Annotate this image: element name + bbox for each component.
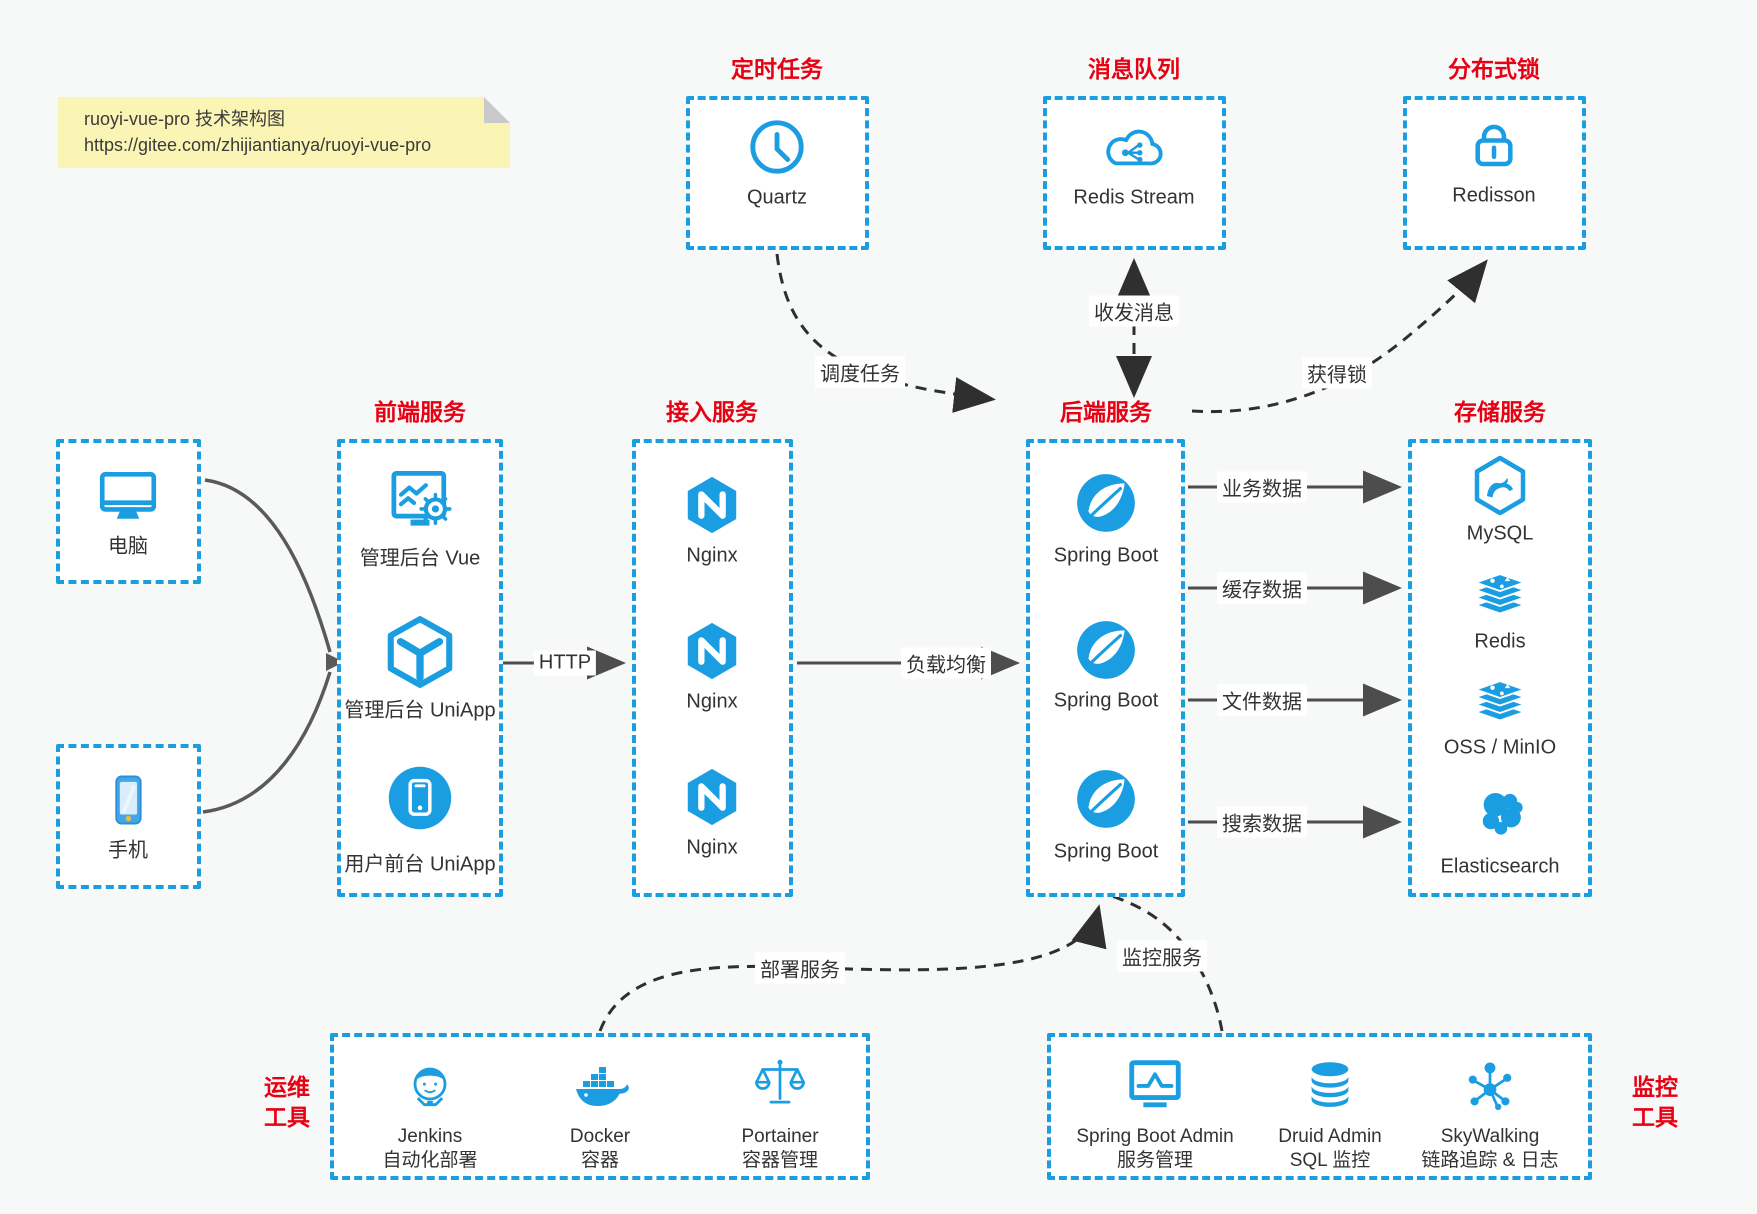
box-storage [1408, 439, 1592, 897]
edge-file-data-label: 文件数据 [1217, 684, 1307, 716]
title-gateway: 接入服务 [666, 399, 758, 425]
docker-desc: 容器 [580, 1150, 619, 1171]
druid-admin-label: Druid Admin SQL 监控 [1278, 1125, 1382, 1173]
portainer-desc: 容器管理 [741, 1150, 819, 1171]
ops-tools-title-line1: 运维 [264, 1074, 310, 1100]
jenkins-desc: 自动化部署 [382, 1150, 478, 1171]
skywalking-label: SkyWalking 链路追踪 & 日志 [1421, 1125, 1558, 1173]
spring-boot-icon [1073, 617, 1139, 683]
spring-boot-admin-label: Spring Boot Admin 服务管理 [1076, 1125, 1233, 1173]
box-ops-tools [330, 1033, 870, 1180]
note-fold-corner [484, 97, 510, 123]
nginx-icon [681, 620, 743, 682]
title-distributed-lock: 分布式锁 [1448, 56, 1540, 82]
sticky-note: ruoyi-vue-pro 技术架构图 https://gitee.com/zh… [58, 97, 510, 168]
spring-boot-icon [1073, 470, 1139, 536]
spring-boot-admin-icon [1124, 1053, 1186, 1115]
title-backend: 后端服务 [1060, 399, 1152, 425]
edge-http-label: HTTP [533, 650, 597, 676]
docker-icon [568, 1054, 632, 1118]
nginx-label: Nginx [686, 690, 738, 713]
spring-boot-icon [1073, 766, 1139, 832]
quartz-label: Quartz [746, 186, 808, 209]
monitor-tools-title-line1: 监控 [1632, 1074, 1678, 1100]
spring-boot-label: Spring Boot [1053, 544, 1159, 567]
edge-send-receive-msg-label: 收发消息 [1089, 295, 1179, 327]
edge-schedule-task-label: 调度任务 [815, 356, 905, 388]
docker-label: Docker 容器 [570, 1125, 630, 1173]
jenkins-icon [400, 1055, 460, 1115]
title-scheduled-task: 定时任务 [731, 56, 823, 82]
note-title: ruoyi-vue-pro 技术架构图 [84, 109, 286, 129]
druid-database-icon [1302, 1057, 1358, 1113]
box-redis-stream [1043, 96, 1226, 250]
edge-load-balance-label: 负载均衡 [901, 647, 991, 679]
cloud-stream-icon [1098, 118, 1170, 174]
ops-tools-title-line2: 工具 [264, 1104, 310, 1130]
spring-boot-admin-name: Spring Boot Admin [1076, 1126, 1234, 1147]
skywalking-icon [1461, 1057, 1519, 1115]
edge-acquire-lock-label: 获得锁 [1302, 357, 1372, 389]
spring-boot-label: Spring Boot [1053, 840, 1159, 863]
druid-admin-desc: SQL 监控 [1289, 1150, 1371, 1171]
spring-boot-label: Spring Boot [1053, 689, 1159, 712]
edge-monitor-service-label: 监控服务 [1117, 940, 1207, 972]
title-storage: 存储服务 [1454, 399, 1546, 425]
monitor-tools-title-line2: 工具 [1632, 1104, 1678, 1130]
jenkins-label: Jenkins 自动化部署 [382, 1125, 477, 1173]
note-url: https://gitee.com/zhijiantianya/ruoyi-vu… [84, 135, 432, 155]
druid-admin-name: Druid Admin [1278, 1126, 1382, 1147]
spring-boot-admin-desc: 服务管理 [1116, 1150, 1193, 1171]
skywalking-desc: 链路追踪 & 日志 [1421, 1150, 1559, 1171]
mysql-label: MySQL [1466, 522, 1534, 545]
monitor-tools-title: 监控 工具 [1632, 1072, 1678, 1132]
jenkins-name: Jenkins [397, 1126, 463, 1147]
redisson-label: Redisson [1452, 184, 1536, 207]
admin-vue-label: 管理后台 Vue [359, 547, 481, 570]
portainer-icon [751, 1055, 809, 1113]
uniapp-cube-icon [381, 613, 459, 691]
portainer-name: Portainer [741, 1126, 819, 1147]
mobile-label: 手机 [108, 839, 148, 862]
nginx-icon [681, 474, 743, 536]
elasticsearch-label: Elasticsearch [1440, 855, 1560, 878]
lock-icon [1465, 116, 1523, 174]
ops-tools-title: 运维 工具 [264, 1072, 310, 1132]
box-redisson [1403, 96, 1586, 250]
oss-minio-label: OSS / MinIO [1443, 736, 1557, 759]
redis-label: Redis [1474, 630, 1526, 653]
redis-icon [1470, 561, 1530, 621]
portainer-label: Portainer 容器管理 [741, 1125, 818, 1173]
nginx-label: Nginx [686, 544, 738, 567]
edge-business-data-label: 业务数据 [1217, 471, 1307, 503]
admin-vue-icon [382, 465, 458, 541]
user-uniapp-label: 用户前台 UniApp [344, 853, 496, 876]
redis-stream-label: Redis Stream [1073, 186, 1195, 209]
edge-search-data-label: 搜索数据 [1217, 806, 1307, 838]
edge-deploy-service-label: 部署服务 [755, 952, 845, 984]
nginx-icon [681, 766, 743, 828]
edge-cache-data-label: 缓存数据 [1217, 572, 1307, 604]
skywalking-name: SkyWalking [1440, 1126, 1540, 1147]
oss-minio-icon [1470, 668, 1530, 728]
clock-icon [746, 116, 808, 178]
elasticsearch-icon [1471, 783, 1529, 841]
mysql-icon [1468, 454, 1532, 518]
docker-name: Docker [569, 1126, 631, 1147]
admin-uniapp-label: 管理后台 UniApp [344, 699, 496, 722]
desktop-icon [95, 463, 161, 529]
user-app-icon [383, 761, 457, 835]
pc-label: 电脑 [108, 535, 148, 558]
smartphone-icon [99, 771, 157, 829]
title-message-queue: 消息队列 [1088, 56, 1180, 82]
nginx-label: Nginx [686, 836, 738, 859]
title-frontend: 前端服务 [374, 399, 466, 425]
